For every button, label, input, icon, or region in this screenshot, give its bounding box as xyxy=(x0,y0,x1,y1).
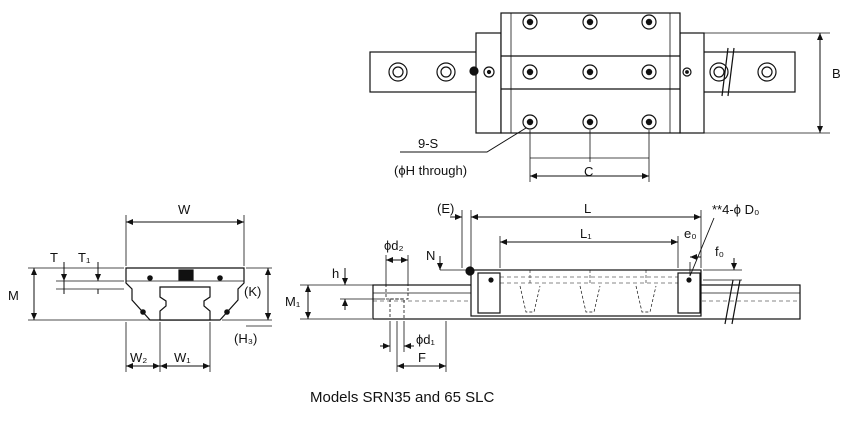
dim-label-t1: T₁ xyxy=(78,250,91,265)
rail-mounting-hole xyxy=(709,62,729,82)
dim-label-d1: ϕd₁ xyxy=(416,332,436,347)
break-mark xyxy=(724,279,734,325)
lubrication-plug xyxy=(469,66,479,76)
grease-nipple xyxy=(483,66,495,78)
end-view xyxy=(28,215,272,372)
dim-label-t: T xyxy=(50,250,58,265)
dim-label-w: W xyxy=(178,202,191,217)
tapped-hole xyxy=(522,14,538,30)
tapped-hole xyxy=(522,114,538,130)
rail-profile xyxy=(159,286,211,321)
dim-label-e: (E) xyxy=(437,201,454,216)
tapped-hole xyxy=(641,14,657,30)
dim-label-e0: e₀ xyxy=(684,226,697,241)
top-view xyxy=(369,12,830,182)
end-seal xyxy=(679,32,705,134)
dim-label-h: h xyxy=(332,266,339,281)
block-side xyxy=(470,269,702,317)
figure-caption: Models SRN35 and 65 SLC xyxy=(310,389,494,406)
leader-line xyxy=(400,127,527,153)
break-mark xyxy=(731,279,741,325)
side-view xyxy=(300,210,801,372)
rail-mounting-hole xyxy=(388,62,408,82)
dim-label-c: C xyxy=(584,164,593,179)
dim-label-l: L xyxy=(584,201,591,216)
rail-mounting-hole xyxy=(436,62,456,82)
dim-label-m: M xyxy=(8,288,19,303)
dim-label-k: (K) xyxy=(244,284,261,299)
dim-label-l1: L₁ xyxy=(580,226,592,241)
dim-label-b: B xyxy=(832,66,841,81)
screw-label: 9-S xyxy=(418,136,439,151)
grease-nipple xyxy=(682,67,692,77)
dim-label-h3: (H₃) xyxy=(234,331,257,346)
dim-label-w1: W₁ xyxy=(174,350,191,365)
break-mark xyxy=(727,47,735,97)
tapped-hole xyxy=(522,64,538,80)
tapped-hole xyxy=(641,64,657,80)
dim-label-holes: **4-ϕ D₀ xyxy=(712,202,759,217)
dim-label-n: N xyxy=(426,248,435,263)
rail-mounting-hole xyxy=(757,62,777,82)
dim-label-w2: W₂ xyxy=(130,350,147,365)
end-seal xyxy=(475,32,502,134)
break-mark xyxy=(721,47,729,97)
tapped-hole xyxy=(641,114,657,130)
dim-label-f: F xyxy=(418,350,426,365)
tapped-hole xyxy=(582,64,598,80)
tapped-hole xyxy=(582,14,598,30)
dim-label-m1: M₁ xyxy=(285,294,301,309)
dim-label-f0: f₀ xyxy=(715,244,724,259)
dim-label-d2: ϕd₂ xyxy=(384,238,404,253)
through-label: (ϕH through) xyxy=(394,163,467,178)
tapped-hole xyxy=(582,114,598,130)
